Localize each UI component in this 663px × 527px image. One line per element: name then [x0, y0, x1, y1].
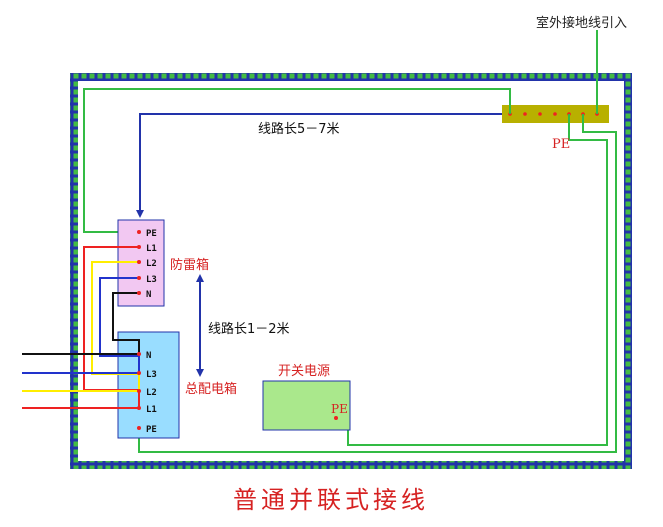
terminal-dot — [137, 352, 141, 356]
terminal-dot — [137, 230, 141, 234]
terminal-dot — [137, 260, 141, 264]
terminal-label: PE — [146, 425, 157, 435]
wire-l3-blue — [22, 277, 140, 374]
terminal-label: L3 — [146, 370, 157, 380]
terminal-dot — [137, 245, 141, 249]
terminal-label: PE — [146, 229, 157, 239]
bus-to-distribution-pe-wire — [138, 114, 617, 453]
power-supply-box — [262, 380, 351, 431]
terminal-dot — [137, 276, 141, 280]
terminal-dot — [137, 426, 141, 430]
diagram-title: 普通并联式接线 — [233, 486, 429, 514]
terminal-dot — [137, 291, 141, 295]
wire-n-black — [22, 292, 140, 355]
terminal-label: N — [146, 351, 151, 361]
terminal-dot — [137, 406, 141, 410]
distance-arrows — [136, 113, 502, 377]
terminal-label: L2 — [146, 388, 157, 398]
terminal-label: L1 — [146, 405, 157, 415]
terminal-label: L2 — [146, 259, 157, 269]
distribution-box — [117, 331, 180, 439]
terminal-label: N — [146, 290, 151, 300]
bus-to-lightning-pe-wire — [83, 88, 511, 233]
outdoor-ground-label: 室外接地线引入 — [536, 15, 627, 31]
lightning-box-label: 防雷箱 — [170, 257, 209, 273]
long-distance-arrow — [136, 113, 502, 218]
terminal-label: L3 — [146, 275, 157, 285]
distribution-box-label: 总配电箱 — [185, 381, 237, 397]
power-supply-label: 开关电源 — [278, 364, 330, 379]
wire-length-short-label: 线路长1－2米 — [208, 321, 290, 337]
terminal-dot — [137, 389, 141, 393]
bus-bar-terminal — [538, 112, 542, 116]
power-supply-pe-terminal — [334, 416, 338, 420]
bus-bar-terminal — [523, 112, 527, 116]
terminal-dot — [137, 371, 141, 375]
ground-bus-bar — [502, 105, 609, 123]
phase-wires — [22, 246, 140, 409]
bus-pe-label: PE — [552, 137, 570, 152]
wire-length-long-label: 线路长5－7米 — [258, 121, 340, 137]
bus-bar-terminal — [553, 112, 557, 116]
terminal-label: L1 — [146, 244, 157, 254]
power-supply-pe-label: PE — [331, 402, 348, 416]
